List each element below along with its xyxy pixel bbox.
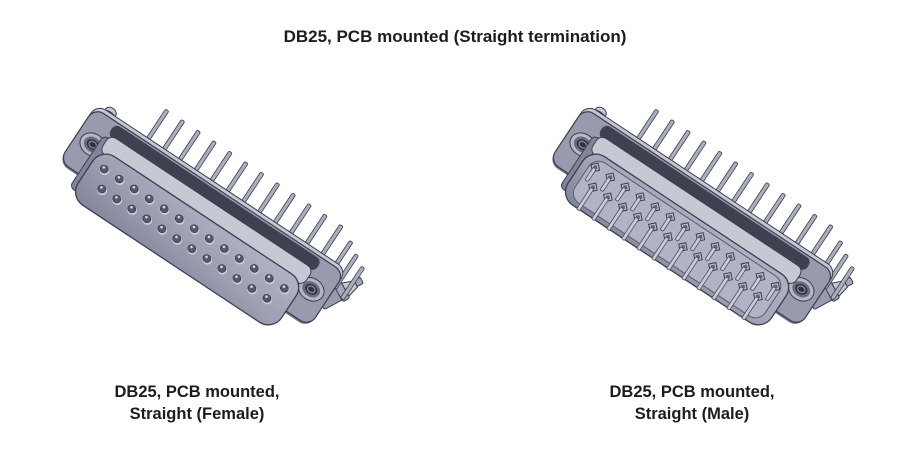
caption-male-line2: Straight (Male) <box>634 405 750 423</box>
d-sub-shell <box>561 136 802 326</box>
figure-female <box>30 85 380 355</box>
connector-body <box>62 106 365 326</box>
caption-male-line1: DB25, PCB mounted, <box>609 383 775 401</box>
caption-female-line2: Straight (Female) <box>129 405 265 423</box>
db25-male-connector-drawing <box>552 106 855 326</box>
db25-female-connector-drawing <box>62 106 365 326</box>
d-sub-shell <box>71 136 312 326</box>
page-title: DB25, PCB mounted (Straight termination) <box>283 27 627 46</box>
socket-contacts <box>97 164 290 305</box>
caption-male: DB25, PCB mounted, Straight (Male) <box>497 381 887 425</box>
pin-contacts <box>576 162 781 321</box>
mounting-hole <box>569 132 597 158</box>
pcb-termination-pins <box>632 109 855 300</box>
caption-female-line1: DB25, PCB mounted, <box>114 383 280 401</box>
mounting-hole <box>787 276 815 302</box>
connector-body <box>552 106 855 326</box>
figure-male <box>520 85 870 355</box>
caption-female: DB25, PCB mounted, Straight (Female) <box>2 381 392 425</box>
